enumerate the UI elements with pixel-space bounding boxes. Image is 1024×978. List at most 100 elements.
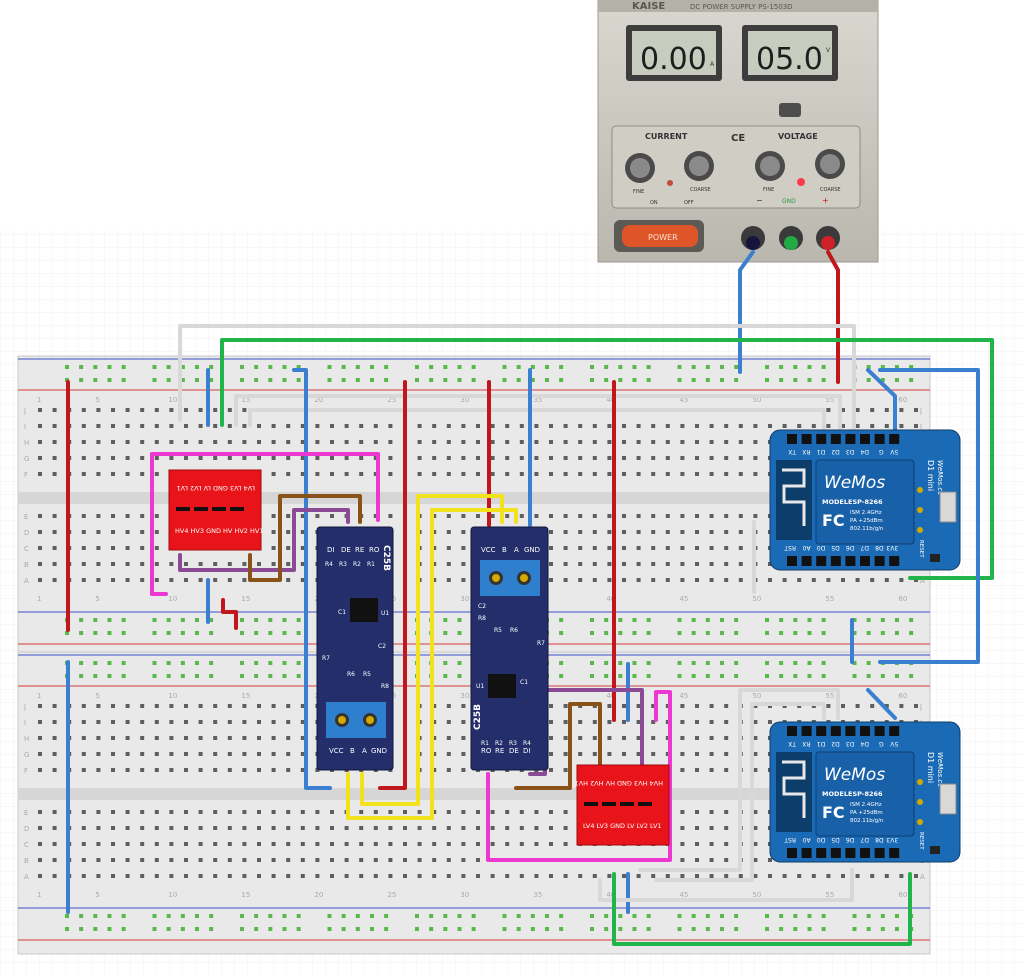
terminal-hole: [213, 456, 218, 460]
terminal-hole: [96, 456, 101, 460]
terminal-hole: [724, 874, 729, 878]
terminal-hole: [125, 546, 130, 550]
voltage-fine-knob[interactable]: [755, 151, 785, 181]
terminal-hole: [695, 768, 699, 772]
terminal-hole: [578, 514, 583, 518]
terminal-hole: [111, 720, 115, 724]
terminal-hole: [622, 874, 626, 878]
terminal-hole: [271, 456, 276, 460]
terminal-hole: [81, 562, 86, 566]
rail-hole: [866, 661, 871, 665]
terminal-hole: [271, 546, 276, 550]
wemos-2-pad: [917, 799, 923, 805]
terminal-hole: [549, 874, 553, 878]
current-coarse-knob[interactable]: [684, 151, 714, 181]
rail-hole: [254, 674, 259, 678]
rail-hole: [180, 661, 185, 665]
terminal-hole: [592, 874, 597, 878]
rail-hole: [180, 365, 185, 369]
wire-red-ls1: [221, 598, 238, 630]
terminal-hole: [476, 810, 480, 814]
wemos-2-reset-label: RESET: [918, 832, 924, 850]
terminal-hole: [461, 720, 466, 724]
rail-hole: [632, 618, 637, 622]
terminal-hole: [125, 472, 130, 476]
terminal-hole: [257, 562, 261, 566]
row-letter: B: [24, 561, 29, 569]
terminal-hole: [417, 858, 422, 862]
rail-hole: [107, 914, 112, 918]
column-number: 45: [679, 692, 688, 700]
terminal-hole: [344, 858, 349, 862]
terminal-hole: [315, 440, 320, 444]
row-letter: J: [919, 407, 922, 415]
rail-hole: [544, 365, 549, 369]
rail-hole: [107, 661, 112, 665]
terminal-hole: [169, 874, 174, 878]
terminal-hole: [432, 874, 437, 878]
terminal-hole: [38, 736, 42, 740]
column-number: 55: [825, 891, 834, 899]
negative-terminal[interactable]: [741, 226, 765, 250]
terminal-hole: [592, 720, 597, 724]
terminal-hole: [709, 704, 714, 708]
rail-hole: [107, 378, 112, 382]
terminal-hole: [855, 408, 860, 412]
rail-hole: [121, 631, 126, 635]
terminal-hole: [724, 752, 729, 756]
terminal-hole: [811, 424, 816, 428]
terminal-hole: [607, 530, 612, 534]
terminal-hole: [446, 578, 451, 582]
rail-hole: [166, 914, 171, 918]
terminal-hole: [490, 424, 495, 428]
rail-hole: [909, 365, 914, 369]
rail-hole: [765, 914, 769, 918]
rail-hole: [807, 674, 812, 678]
column-number: 30: [460, 595, 469, 603]
terminal-hole: [680, 858, 685, 862]
terminal-hole: [651, 578, 656, 582]
psu-power-button[interactable]: [622, 225, 698, 247]
rail-hole: [327, 378, 332, 382]
wire-purple-1: [178, 508, 350, 572]
current-fine-knob[interactable]: [625, 153, 655, 183]
terminal-hole: [330, 858, 334, 862]
rs485-2-pin-ro: RO: [481, 747, 492, 755]
terminal-hole: [330, 514, 334, 518]
terminal-hole: [592, 562, 597, 566]
terminal-hole: [111, 408, 115, 412]
rail-hole: [93, 631, 98, 635]
rail-hole: [282, 618, 287, 622]
terminal-hole: [870, 578, 875, 582]
rail-hole: [793, 618, 798, 622]
ground-terminal[interactable]: [779, 226, 803, 250]
terminal-hole: [505, 440, 510, 444]
terminal-hole: [622, 546, 626, 550]
rail-hole: [93, 618, 98, 622]
terminal-hole: [695, 842, 699, 846]
rs485-2-name: C25B: [473, 704, 483, 730]
terminal-hole: [125, 858, 130, 862]
rail-hole: [121, 927, 126, 931]
terminal-hole: [914, 874, 918, 878]
terminal-hole: [52, 768, 57, 772]
terminal-hole: [476, 826, 480, 830]
terminal-hole: [242, 440, 247, 444]
rail-hole: [705, 661, 710, 665]
terminal-hole: [695, 514, 699, 518]
wire-white-lower-3: [654, 702, 826, 882]
terminal-hole: [680, 530, 685, 534]
voltage-coarse-knob[interactable]: [815, 149, 845, 179]
rs485-module-1: C25B DI DE RE RO R4 R3 R2 R1 U1 C1 C2 R7…: [316, 526, 394, 771]
rail-hole: [355, 378, 360, 382]
terminal-hole: [738, 562, 743, 566]
terminal-hole: [388, 826, 393, 830]
column-number: 1: [37, 891, 41, 899]
terminal-hole: [651, 704, 656, 708]
terminal-hole: [184, 810, 188, 814]
rail-hole: [677, 927, 682, 931]
terminal-hole: [330, 424, 334, 428]
rail-hole: [590, 365, 594, 369]
positive-terminal[interactable]: [816, 226, 840, 250]
off-label: OFF: [684, 200, 694, 206]
